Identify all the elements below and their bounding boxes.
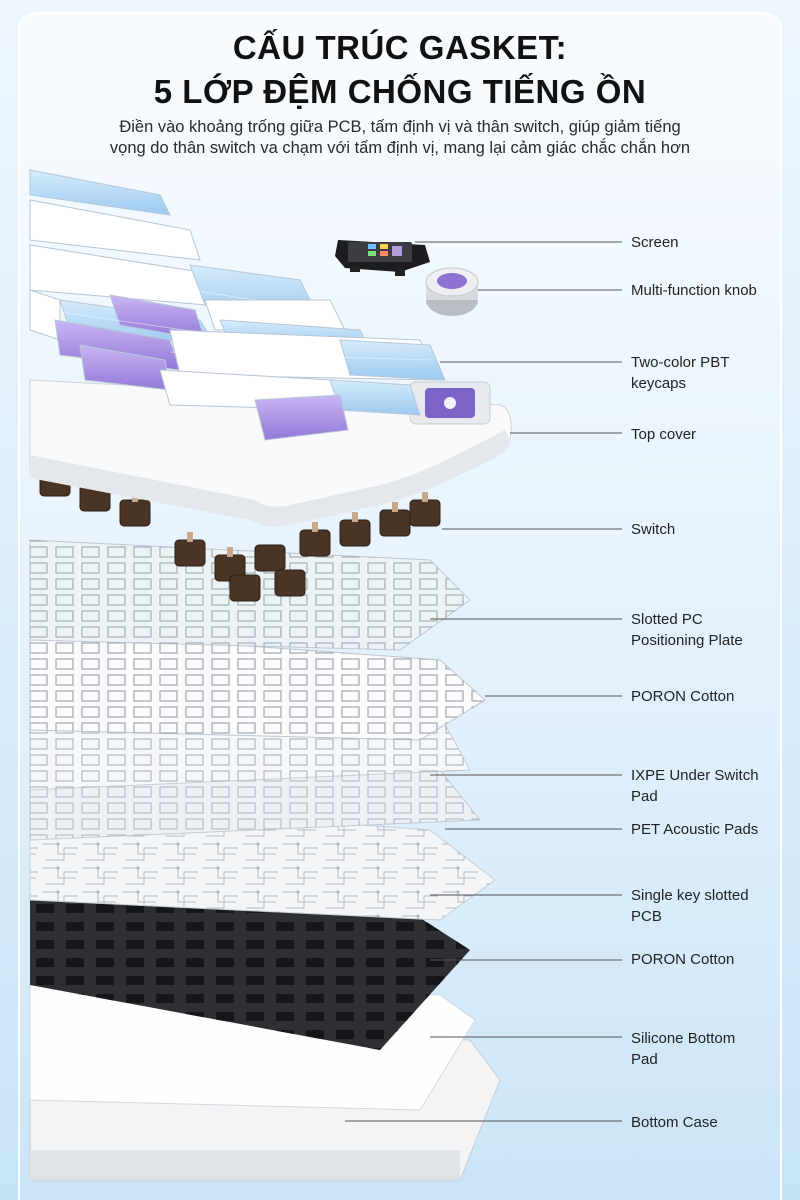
- subtitle-line-2: vọng do thân switch va chạm với tấm định…: [109, 139, 691, 157]
- poron-cotton-top: [29, 629, 486, 741]
- top-cover: [29, 379, 512, 527]
- label-top-cover: Top cover: [631, 426, 697, 443]
- label-multi-function-knob: Multi-function knob: [631, 282, 757, 299]
- label-pet-acoustic-pads: PET Acoustic Pads: [631, 821, 759, 838]
- label-poron-cotton-bottom: PORON Cotton: [631, 951, 735, 968]
- label-ixpe-under-switch-pad: IXPE Under Switch Pad: [631, 767, 759, 805]
- label-switch: Switch: [631, 521, 676, 538]
- label-screen: Screen: [631, 234, 679, 251]
- label-two-color-pbt-keycaps: Two-color PBT keycaps: [631, 354, 730, 392]
- knob-icon: [425, 267, 479, 316]
- page-subtitle: Điền vào khoảng trống giữa PCB, tấm định…: [40, 117, 760, 159]
- label-silicone-bottom-pad: Silicone Bottom Pad: [631, 1030, 736, 1068]
- label-slotted-pc-positioning-plate: Slotted PC Positioning Plate: [631, 611, 743, 649]
- keycaps: [29, 169, 446, 441]
- title-line-1: CẤU TRÚC GASKET:: [232, 29, 568, 66]
- label-single-key-slotted-pcb: Single key slotted PCB: [631, 887, 749, 925]
- leader-lines: [345, 241, 622, 1122]
- subtitle-line-1: Điền vào khoảng trống giữa PCB, tấm định…: [119, 118, 681, 136]
- title-line-2: 5 LỚP ĐỆM CHỐNG TIẾNG ỒN: [153, 73, 647, 110]
- label-poron-cotton-top: PORON Cotton: [631, 688, 735, 705]
- label-bottom-case: Bottom Case: [631, 1114, 718, 1131]
- page-title: CẤU TRÚC GASKET: 5 LỚP ĐỆM CHỐNG TIẾNG Ồ…: [0, 26, 800, 114]
- screen-module-icon: [335, 240, 430, 276]
